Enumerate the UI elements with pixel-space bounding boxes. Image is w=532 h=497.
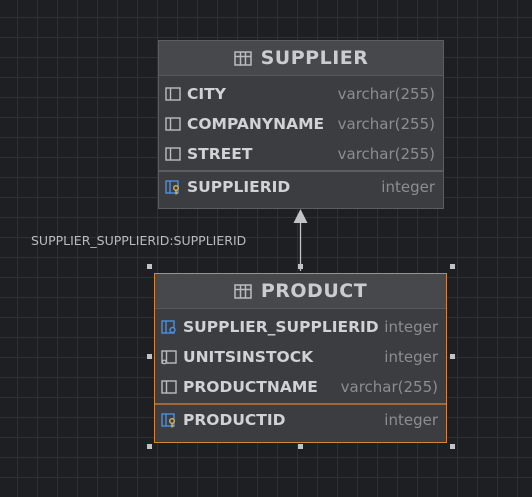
product-table-title: PRODUCT (260, 280, 368, 302)
supplier-table-title: SUPPLIER (260, 47, 369, 69)
resize-handle-bottom-left[interactable] (147, 444, 152, 449)
column-type: integer (384, 411, 438, 429)
column-type: varchar(255) (337, 145, 435, 163)
key-divider (159, 170, 443, 172)
column-name: STREET (187, 145, 253, 163)
product-table[interactable]: PRODUCT SUPPLIER_SUPPLIERID integer UNIT… (154, 273, 447, 443)
resize-handle-top-left[interactable] (147, 264, 152, 269)
resize-handle-top-right[interactable] (450, 264, 455, 269)
column-type: integer (384, 348, 438, 366)
column-name: PRODUCTNAME (183, 378, 318, 396)
column-row-productid[interactable]: PRODUCTID integer (155, 405, 446, 435)
column-type: integer (384, 318, 438, 336)
column-row-supplier-supplierid[interactable]: SUPPLIER_SUPPLIERID integer (155, 312, 446, 342)
table-icon (234, 283, 252, 299)
column-type: integer (381, 178, 435, 196)
column-type: varchar(255) (340, 378, 438, 396)
column-row-supplierid[interactable]: SUPPLIERID integer (159, 172, 443, 202)
column-row-productname[interactable]: PRODUCTNAME varchar(255) (155, 372, 446, 402)
product-table-header[interactable]: PRODUCT (155, 274, 446, 309)
primary-key-icon (165, 180, 179, 195)
column-type: varchar(255) (337, 85, 435, 103)
relationship-label: SUPPLIER_SUPPLIERID:SUPPLIERID (31, 233, 247, 248)
supplier-table[interactable]: SUPPLIER CITY varchar(255) COMPANYNAME v… (158, 40, 444, 209)
supplier-table-header[interactable]: SUPPLIER (159, 41, 443, 76)
key-divider (155, 403, 446, 405)
column-icon (165, 147, 181, 161)
column-name: SUPPLIER_SUPPLIERID (183, 318, 379, 336)
column-name: PRODUCTID (183, 411, 286, 429)
table-icon (233, 50, 252, 66)
resize-handle-middle-right[interactable] (450, 354, 455, 359)
resize-handle-bottom-right[interactable] (450, 444, 455, 449)
relationship-arrowhead (293, 209, 308, 223)
column-type: varchar(255) (337, 115, 435, 133)
column-icon (165, 87, 181, 101)
column-icon (165, 117, 181, 131)
column-name: CITY (187, 85, 226, 103)
column-row-street[interactable]: STREET varchar(255) (159, 139, 443, 169)
resize-handle-middle-left[interactable] (147, 354, 152, 359)
resize-handle-bottom-center[interactable] (298, 444, 303, 449)
column-row-unitsinstock[interactable]: UNITSINSTOCK integer (155, 342, 446, 372)
column-name: SUPPLIERID (187, 178, 291, 196)
foreign-key-icon (161, 320, 176, 334)
resize-handle-top-center[interactable] (298, 264, 303, 269)
not-null-column-icon (161, 350, 177, 365)
column-row-companyname[interactable]: COMPANYNAME varchar(255) (159, 109, 443, 139)
column-icon (161, 380, 177, 394)
primary-key-icon (161, 413, 175, 428)
column-name: COMPANYNAME (187, 115, 325, 133)
column-name: UNITSINSTOCK (183, 348, 314, 366)
column-row-city[interactable]: CITY varchar(255) (159, 79, 443, 109)
